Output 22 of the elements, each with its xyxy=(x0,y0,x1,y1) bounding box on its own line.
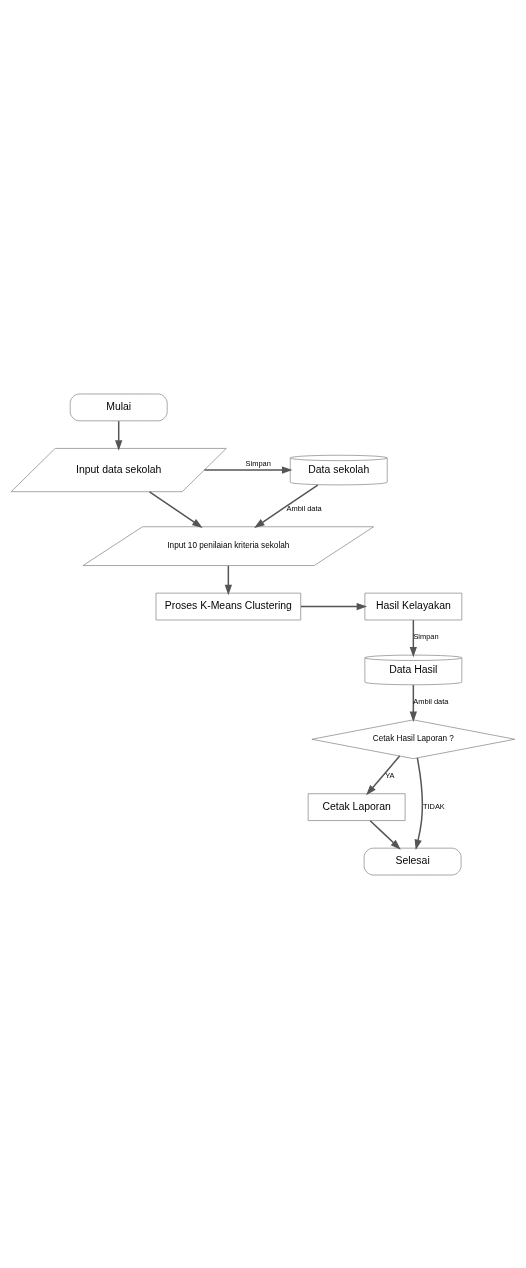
node-box: Proses K-Means Clustering xyxy=(155,592,302,620)
node-box: Hasil Kelayakan xyxy=(364,592,463,620)
arrow xyxy=(300,602,368,610)
arrow xyxy=(369,819,401,850)
edge-label: YA xyxy=(385,770,395,780)
arrow xyxy=(409,683,417,722)
node-box: Cetak Laporan xyxy=(307,792,406,821)
arrow xyxy=(203,465,293,474)
edge-label: Simpan xyxy=(413,631,439,641)
arrow xyxy=(224,564,232,595)
arrow xyxy=(409,618,417,657)
edge-label: Ambil data xyxy=(286,503,322,513)
edge-label: Simpan xyxy=(245,458,271,468)
node-box: Mulai xyxy=(69,393,168,421)
arrow xyxy=(148,490,203,528)
edge-label: TIDAK xyxy=(422,801,445,811)
arrow xyxy=(115,419,123,451)
arrow xyxy=(414,756,424,850)
node-diamond: Cetak Hasil Laporan ? xyxy=(311,719,516,759)
arrow xyxy=(366,754,401,795)
node-box: Selesai xyxy=(363,847,462,875)
arrow xyxy=(254,483,319,528)
